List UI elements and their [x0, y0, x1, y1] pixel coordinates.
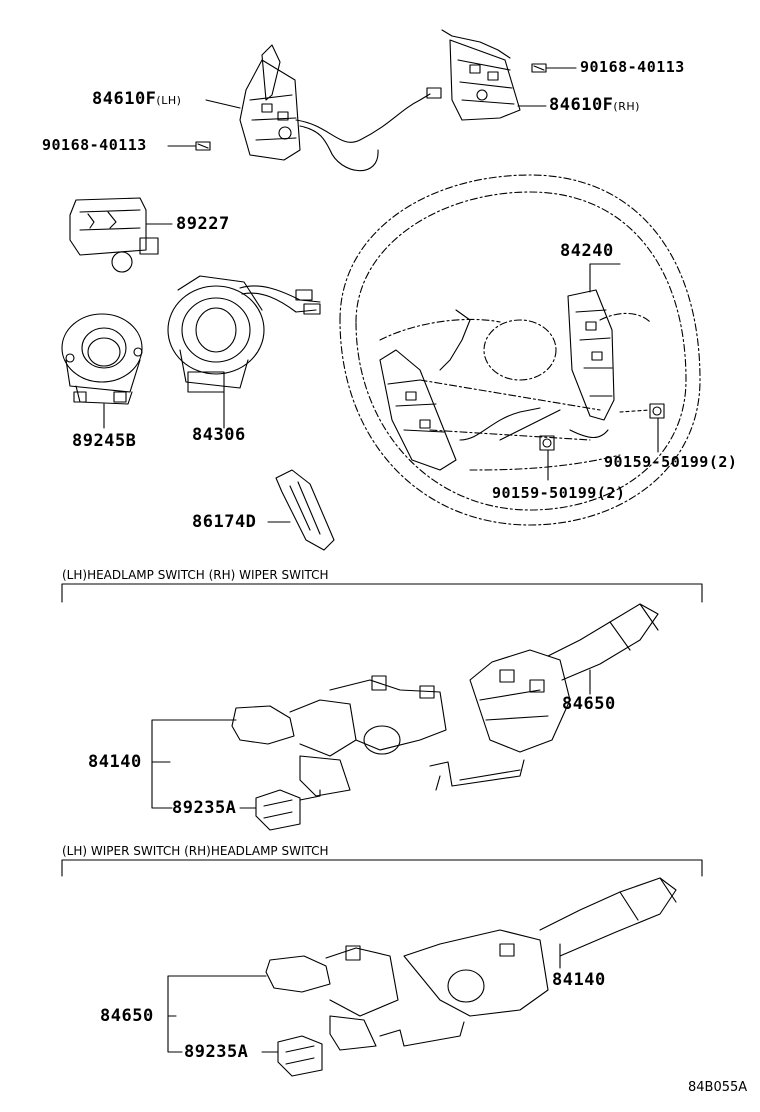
headlamp-switch-84140-drawing-b [379, 877, 677, 1047]
part-label-90159-b: 90159-50199(2) [492, 484, 626, 502]
part-label-84610F-lh: 84610F(LH) [92, 91, 181, 108]
steering-pad-switch-lh-drawing [239, 44, 442, 172]
part-label-89235A-b: 89235A [184, 1042, 249, 1062]
part-label-84650-b: 84650 [100, 1006, 154, 1026]
part-label-84140-b: 84140 [552, 970, 606, 990]
screw-90168-a [195, 141, 211, 151]
part-label-84650-a: 84650 [562, 694, 616, 714]
part-label-84240: 84240 [560, 241, 614, 261]
leader-84650-b [167, 975, 267, 1053]
sensor-89227-drawing [69, 197, 159, 273]
diagram-code: 84B055A [688, 1080, 748, 1095]
wiper-switch-84650-drawing-a [429, 603, 659, 791]
part-label-89245B: 89245B [72, 431, 137, 451]
screw-90159-b [539, 435, 555, 451]
part-label-84610F-rh: 84610F(RH) [549, 97, 640, 114]
section-title-2: (LH) WIPER SWITCH (RH)HEADLAMP SWITCH [62, 844, 329, 858]
steering-wheel-outline [339, 174, 701, 526]
part-label-90168-a: 90168-40113 [42, 136, 147, 154]
leader-84610F-lh [205, 99, 241, 109]
steering-pad-switch-rh-drawing [441, 29, 521, 121]
screw-90159-a [619, 403, 665, 419]
part-label-84140-a: 84140 [88, 752, 142, 772]
spiral-cable-84306-drawing [167, 275, 321, 393]
section1-bracket [61, 583, 703, 603]
part-side: (LH) [156, 94, 182, 107]
part-number: 84610F [549, 95, 614, 115]
wheel-switch-module-rh [499, 289, 615, 441]
part-label-90168-b: 90168-40113 [580, 58, 685, 76]
part-side: (RH) [613, 100, 640, 113]
part-label-86174D: 86174D [192, 512, 257, 532]
wheel-switch-module-lh [379, 309, 541, 471]
connector-89235A-drawing-a [255, 789, 321, 831]
section-title-1: (LH)HEADLAMP SWITCH (RH) WIPER SWITCH [62, 568, 329, 582]
section2-bracket [61, 859, 703, 877]
part-label-84306: 84306 [192, 425, 246, 445]
part-label-89227: 89227 [176, 214, 230, 234]
headlamp-switch-84140-drawing-a [231, 675, 447, 797]
wiper-switch-84650-drawing-b [265, 945, 399, 1051]
cover-86174D-drawing [275, 469, 335, 551]
part-number: 84610F [92, 89, 157, 109]
part-label-90159-a: 90159-50199(2) [604, 453, 738, 471]
sensor-89245B-drawing [61, 313, 143, 405]
part-label-89235A-a: 89235A [172, 798, 237, 818]
screw-90168-b [531, 63, 547, 73]
connector-89235A-drawing-b [277, 1035, 323, 1077]
leader-84140-a [151, 719, 237, 809]
